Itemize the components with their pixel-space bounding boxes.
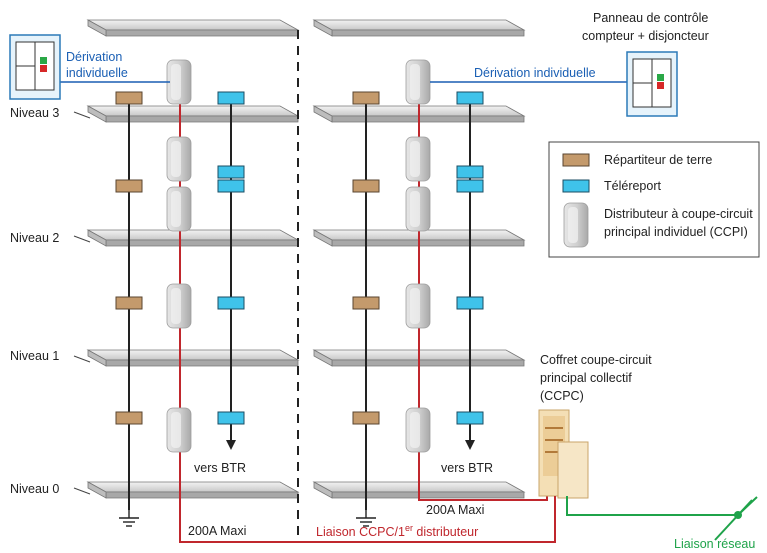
leader-niveau-3 xyxy=(73,111,91,119)
control-panel-right xyxy=(626,51,678,117)
right-building xyxy=(313,19,678,527)
earth-box xyxy=(115,411,143,425)
legend-item-earth: Répartiteur de terre xyxy=(604,153,712,167)
left-building xyxy=(9,19,299,527)
ccpi-box xyxy=(405,186,431,232)
derivation-label-left-2: individuelle xyxy=(66,66,128,80)
earth-box xyxy=(352,179,380,193)
legend-item-ccpi-line1: Distributeur à coupe-circuit xyxy=(604,207,753,221)
slab-niveau-3-left xyxy=(87,105,299,123)
leader-niveau-1 xyxy=(73,355,91,363)
slab-niveau-1-left xyxy=(87,349,299,367)
teleport-box xyxy=(456,165,484,179)
ccpc-cabinet xyxy=(538,409,589,499)
teleport-box xyxy=(217,296,245,310)
maxi-label-left: 200A Maxi xyxy=(188,524,246,538)
slab-niveau-0-left xyxy=(87,481,299,499)
derivation-label-right: Dérivation individuelle xyxy=(474,66,596,80)
leader-niveau-2 xyxy=(73,235,91,243)
legend-teleport-swatch xyxy=(562,179,590,193)
vers-btr-right: vers BTR xyxy=(441,461,493,475)
earth-box xyxy=(115,179,143,193)
legend-ccpi-swatch xyxy=(563,202,589,248)
ccpi-box xyxy=(166,59,192,105)
level-label-3: Niveau 3 xyxy=(10,106,59,120)
liaison-ccpc-label: Liaison CCPC/1er distributeur xyxy=(316,523,478,539)
ccpc-label-3: (CCPC) xyxy=(540,389,584,403)
derivation-label-left-1: Dérivation xyxy=(66,50,122,64)
ccpi-box xyxy=(166,186,192,232)
ground-symbol-left xyxy=(118,509,140,527)
teleport-box xyxy=(217,165,245,179)
ccpc-label-1: Coffret coupe-circuit xyxy=(540,353,652,367)
legend: Répartiteur de terre Téléreport Distribu… xyxy=(548,141,760,258)
teleport-box xyxy=(217,179,245,193)
level-label-1: Niveau 1 xyxy=(10,349,59,363)
liaison-ccpc-line xyxy=(179,496,556,543)
power-column-right xyxy=(418,78,548,501)
liaison-reseau-label: Liaison réseau xyxy=(674,537,755,551)
ccpi-box xyxy=(166,407,192,453)
legend-item-teleport: Téléreport xyxy=(604,179,661,193)
legend-item-ccpi-line2: principal individuel (CCPI) xyxy=(604,225,748,239)
teleport-box xyxy=(217,411,245,425)
teleport-box xyxy=(456,91,484,105)
liaison-reseau-line xyxy=(714,499,753,541)
ccpc-label-2: principal collectif xyxy=(540,371,632,385)
ccpi-box xyxy=(405,136,431,182)
earth-box xyxy=(352,296,380,310)
teleport-box xyxy=(456,179,484,193)
earth-box xyxy=(115,296,143,310)
level-label-2: Niveau 2 xyxy=(10,231,59,245)
control-panel-left xyxy=(9,34,61,100)
ccpi-box xyxy=(166,136,192,182)
legend-earth-swatch xyxy=(562,153,590,167)
ccpi-box xyxy=(405,283,431,329)
liaison-reseau-line xyxy=(566,496,758,516)
teleport-box xyxy=(217,91,245,105)
panel-title-line2: compteur + disjoncteur xyxy=(582,29,709,43)
vers-btr-left: vers BTR xyxy=(194,461,246,475)
leader-niveau-0 xyxy=(73,487,91,495)
maxi-label-right: 200A Maxi xyxy=(426,503,484,517)
slab-top-right xyxy=(313,19,525,37)
ccpi-box xyxy=(166,283,192,329)
earth-box xyxy=(352,411,380,425)
earth-box xyxy=(115,91,143,105)
arrow-down-icon xyxy=(465,440,475,450)
teleport-box xyxy=(456,296,484,310)
junction-dot xyxy=(734,511,742,519)
level-label-0: Niveau 0 xyxy=(10,482,59,496)
slab-top-left xyxy=(87,19,299,37)
arrow-down-icon xyxy=(226,440,236,450)
ccpi-box xyxy=(405,407,431,453)
ground-symbol-right xyxy=(355,509,377,527)
panel-title-line1: Panneau de contrôle xyxy=(593,11,708,25)
slab-niveau-2-left xyxy=(87,229,299,247)
earth-box xyxy=(352,91,380,105)
ccpi-box xyxy=(405,59,431,105)
teleport-box xyxy=(456,411,484,425)
